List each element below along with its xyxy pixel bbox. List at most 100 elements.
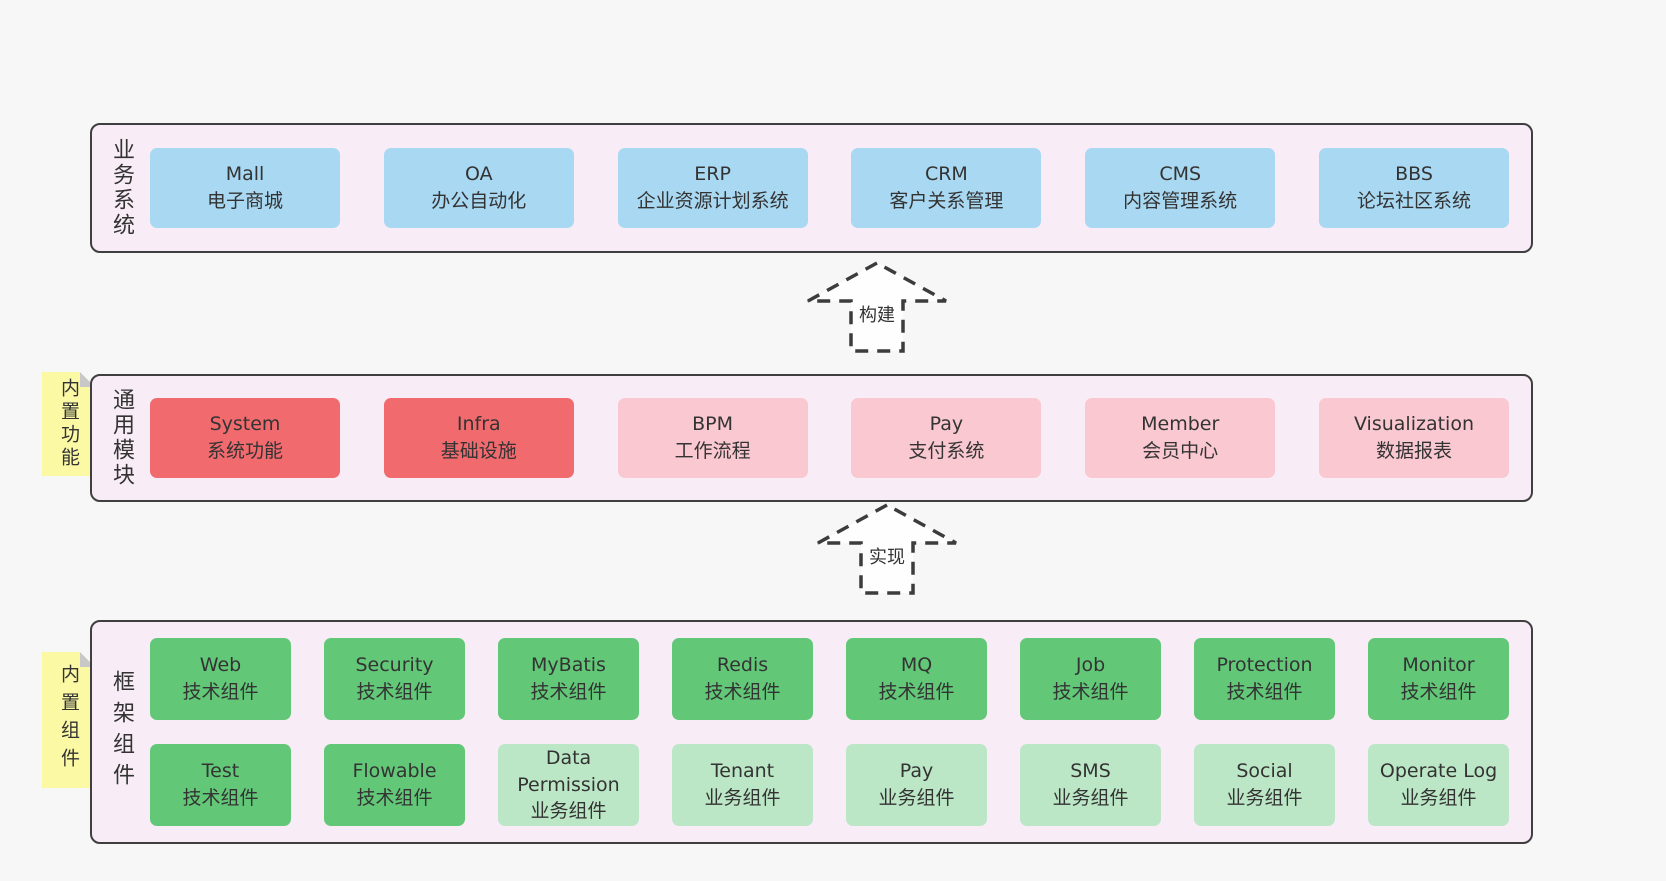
box-title: Web (199, 654, 242, 677)
box-subtitle: 业务组件 (878, 787, 955, 809)
box-operate-log: Operate Log 业务组件 (1368, 744, 1509, 826)
box-subtitle: 数据报表 (1375, 440, 1452, 462)
box-bpm: BPM 工作流程 (617, 398, 808, 478)
box-title: Pay (929, 413, 964, 436)
box-title: Visualization (1353, 413, 1474, 436)
box-subtitle: 企业资源计划系统 (636, 190, 789, 212)
sticky-note-text: 内置功能 (58, 378, 80, 470)
box-subtitle: 技术组件 (1226, 681, 1303, 703)
box-title: Data Permission (517, 746, 620, 796)
box-system: System 系统功能 (150, 398, 340, 478)
box-test: Test 技术组件 (150, 744, 291, 826)
box-subtitle: 支付系统 (908, 440, 985, 462)
band-label-framework-components: 框架组件 (92, 622, 150, 842)
box-pay-component: Pay 业务组件 (846, 744, 987, 826)
band-business-systems: 业务系统 Mall 电子商城 OA 办公自动化 ERP 企业资源计划系统 CRM… (90, 123, 1533, 253)
box-title: CMS (1159, 163, 1202, 186)
box-web: Web 技术组件 (150, 638, 291, 720)
box-title: BBS (1395, 163, 1433, 186)
arrow-label: 构建 (856, 300, 898, 328)
box-subtitle: 办公自动化 (431, 190, 527, 212)
band-label-text: 框架组件 (109, 670, 134, 794)
box-redis: Redis 技术组件 (672, 638, 813, 720)
box-subtitle: 技术组件 (182, 787, 259, 809)
box-title: SMS (1070, 760, 1111, 783)
box-subtitle: 论坛社区系统 (1356, 190, 1471, 212)
sticky-note-builtin-features: 内置功能 (42, 372, 95, 476)
box-title: Social (1236, 760, 1293, 783)
box-subtitle: 业务组件 (530, 800, 607, 823)
box-subtitle: 业务组件 (1400, 787, 1477, 809)
box-title: Test (201, 760, 240, 783)
box-subtitle: 技术组件 (356, 787, 433, 809)
box-title: Pay (899, 760, 934, 783)
box-subtitle: 技术组件 (182, 681, 259, 703)
box-subtitle: 技术组件 (878, 681, 955, 703)
box-oa: OA 办公自动化 (383, 148, 574, 228)
band-common-modules: 通用模块 System 系统功能 Infra 基础设施 BPM 工作流程 Pay… (90, 374, 1533, 502)
box-bbs: BBS 论坛社区系统 (1318, 148, 1509, 228)
box-crm: CRM 客户关系管理 (851, 148, 1042, 228)
box-title: Redis (716, 654, 769, 677)
box-subtitle: 技术组件 (530, 681, 607, 703)
sticky-note-builtin-components: 内置组件 (42, 652, 95, 788)
box-flowable: Flowable 技术组件 (324, 744, 465, 826)
box-pay-system: Pay 支付系统 (851, 398, 1042, 478)
box-subtitle: 电子商城 (206, 190, 283, 212)
box-title: Member (1141, 413, 1220, 436)
box-subtitle: 系统功能 (206, 440, 283, 462)
box-subtitle: 技术组件 (356, 681, 433, 703)
box-cms: CMS 内容管理系统 (1085, 148, 1276, 228)
box-monitor: Monitor 技术组件 (1368, 638, 1509, 720)
band-framework-components: 框架组件 Web 技术组件 Security 技术组件 MyBatis 技术组件… (90, 620, 1533, 844)
box-subtitle: 技术组件 (1052, 681, 1129, 703)
box-security: Security 技术组件 (324, 638, 465, 720)
common-modules-boxes: System 系统功能 Infra 基础设施 BPM 工作流程 Pay 支付系统… (150, 376, 1531, 500)
box-title: MyBatis (531, 654, 606, 677)
box-title: CRM (924, 163, 968, 186)
box-subtitle: 业务组件 (1226, 787, 1303, 809)
framework-components-rows: Web 技术组件 Security 技术组件 MyBatis 技术组件 Redi… (150, 622, 1531, 842)
box-subtitle: 客户关系管理 (889, 190, 1004, 212)
sticky-note-text: 内置组件 (58, 664, 80, 776)
box-title: ERP (694, 163, 731, 186)
box-subtitle: 会员中心 (1142, 440, 1219, 462)
box-data-permission: Data Permission 业务组件 (498, 744, 639, 826)
dashed-up-arrow-implement: 实现 (812, 502, 962, 596)
box-title: Monitor (1402, 654, 1475, 677)
box-mq: MQ 技术组件 (846, 638, 987, 720)
framework-row-2: Test 技术组件 Flowable 技术组件 Data Permission … (150, 744, 1509, 826)
band-label-common-modules: 通用模块 (92, 376, 150, 500)
box-subtitle: 业务组件 (1052, 787, 1129, 809)
band-label-text: 业务系统 (109, 138, 134, 238)
box-title: OA (464, 163, 493, 186)
box-mybatis: MyBatis 技术组件 (498, 638, 639, 720)
box-subtitle: 技术组件 (704, 681, 781, 703)
box-subtitle: 业务组件 (704, 787, 781, 809)
box-social: Social 业务组件 (1194, 744, 1335, 826)
box-subtitle: 内容管理系统 (1123, 190, 1238, 212)
box-title: Job (1075, 654, 1106, 677)
box-title: System (209, 413, 281, 436)
box-job: Job 技术组件 (1020, 638, 1161, 720)
band-label-business-systems: 业务系统 (92, 125, 150, 251)
box-subtitle: 工作流程 (674, 440, 751, 462)
box-title: Mall (225, 163, 265, 186)
box-title: Flowable (352, 760, 437, 783)
box-subtitle: 基础设施 (440, 440, 517, 462)
arrow-label: 实现 (866, 542, 908, 570)
box-member: Member 会员中心 (1085, 398, 1276, 478)
box-subtitle: 技术组件 (1400, 681, 1477, 703)
box-title: Operate Log (1379, 760, 1498, 783)
box-sms: SMS 业务组件 (1020, 744, 1161, 826)
framework-row-1: Web 技术组件 Security 技术组件 MyBatis 技术组件 Redi… (150, 638, 1509, 720)
box-title: MQ (900, 654, 933, 677)
box-protection: Protection 技术组件 (1194, 638, 1335, 720)
box-tenant: Tenant 业务组件 (672, 744, 813, 826)
box-mall: Mall 电子商城 (150, 148, 340, 228)
box-title: BPM (692, 413, 734, 436)
box-title: Protection (1216, 654, 1313, 677)
box-title: Tenant (710, 760, 775, 783)
box-erp: ERP 企业资源计划系统 (617, 148, 808, 228)
